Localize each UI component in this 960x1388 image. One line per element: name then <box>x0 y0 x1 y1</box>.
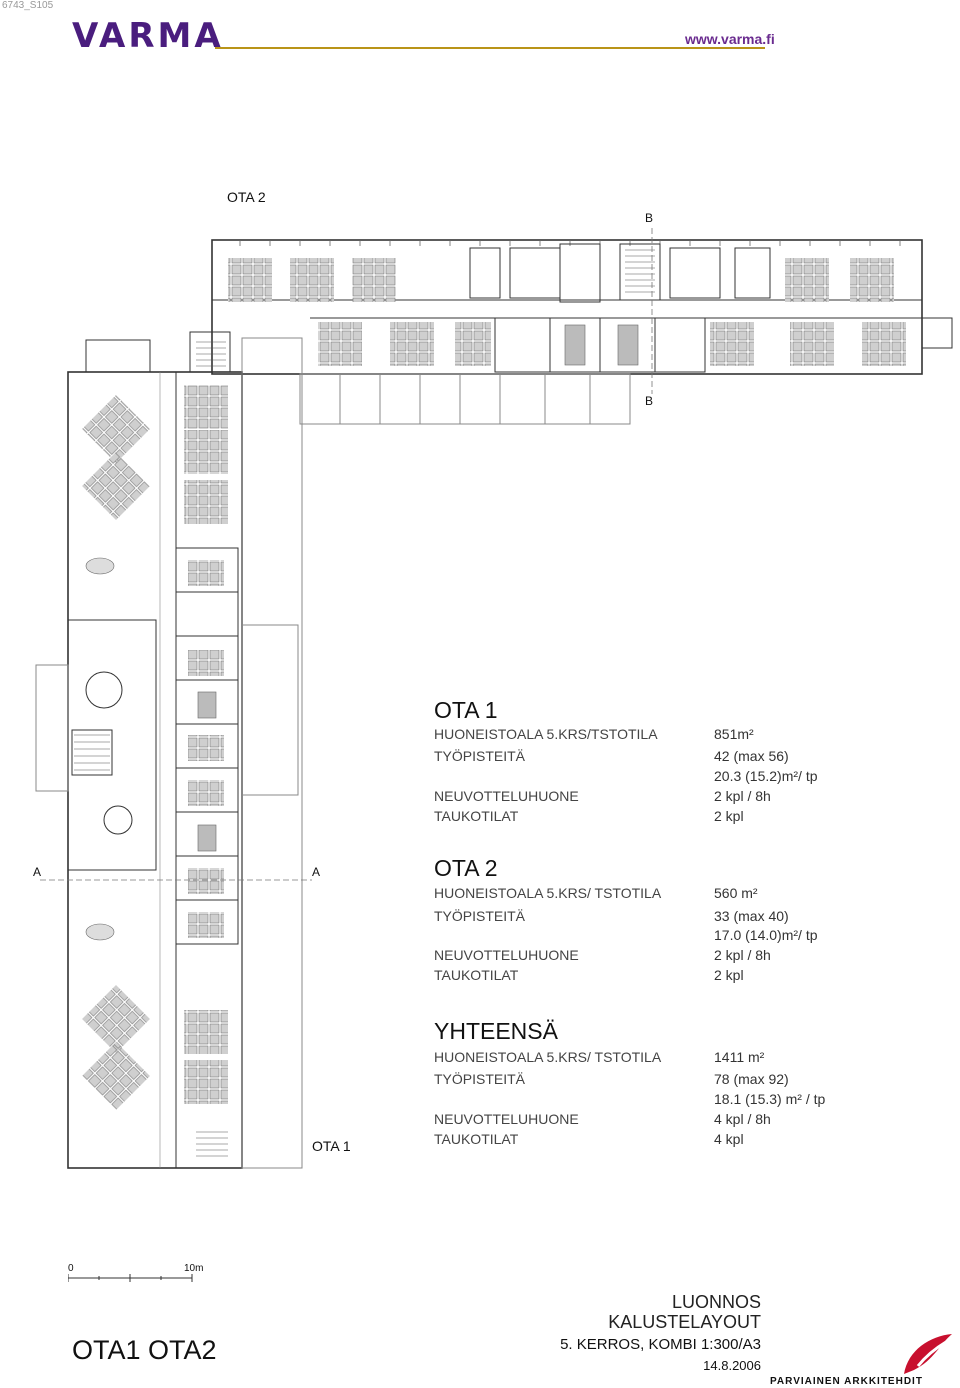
header-rule <box>215 47 765 49</box>
architect-logo-icon <box>904 1334 952 1374</box>
total-meeting-label: NEUVOTTELUHUONE <box>434 1111 579 1127</box>
ota1-wing <box>35 331 312 1169</box>
section-mark-a-left: A <box>33 865 42 879</box>
ota2-break-label: TAUKOTILAT <box>434 967 519 983</box>
drawing-name: KALUSTELAYOUT <box>608 1312 761 1332</box>
ota1-area-value: 851m² <box>714 726 754 742</box>
scale-bar <box>68 1274 193 1282</box>
ota2-per-workstation-value: 17.0 (14.0)m²/ tp <box>714 927 818 943</box>
total-workstations-value: 78 (max 92) <box>714 1071 789 1087</box>
page-code: 6743_S105 <box>2 0 54 11</box>
section-mark-b-top: B <box>645 211 654 225</box>
ota2-workstations-value: 33 (max 40) <box>714 908 789 924</box>
architect-name: PARVIAINEN ARKKITEHDIT <box>770 1376 923 1387</box>
ota1-workstations-value: 42 (max 56) <box>714 748 789 764</box>
ota2-stats-title: OTA 2 <box>434 855 498 881</box>
scale-bar-start: 0 <box>68 1263 74 1274</box>
ota1-stats-title: OTA 1 <box>434 697 498 723</box>
plan-label-ota2: OTA 2 <box>227 189 266 205</box>
ota1-break-value: 2 kpl <box>714 808 744 824</box>
ota2-area-label: HUONEISTOALA 5.KRS/ TSTOTILA <box>434 885 662 901</box>
total-break-value: 4 kpl <box>714 1131 744 1147</box>
ota2-meeting-label: NEUVOTTELUHUONE <box>434 947 579 963</box>
total-area-label: HUONEISTOALA 5.KRS/ TSTOTILA <box>434 1049 662 1065</box>
ota1-meeting-value: 2 kpl / 8h <box>714 788 771 804</box>
ota1-meeting-label: NEUVOTTELUHUONE <box>434 788 579 804</box>
ota1-area-label: HUONEISTOALA 5.KRS/TSTOTILA <box>434 726 658 742</box>
ota2-desk-clusters <box>228 258 906 366</box>
ota1-break-label: TAUKOTILAT <box>434 808 519 824</box>
scale-bar-end: 10m <box>184 1263 204 1274</box>
varma-logo[interactable]: VARMA <box>72 16 224 56</box>
total-workstations-label: TYÖPISTEITÄ <box>434 1071 526 1087</box>
drawing-status: LUONNOS <box>671 1292 761 1312</box>
section-mark-b-bottom: B <box>645 394 654 408</box>
total-area-value: 1411 m² <box>714 1049 765 1065</box>
ota2-workstations-label: TYÖPISTEITÄ <box>434 908 526 924</box>
ota1-desk-clusters <box>82 385 228 1110</box>
drawing-floor-scale: 5. KERROS, KOMBI 1:300/A3 <box>560 1336 761 1353</box>
drawing-date: 14.8.2006 <box>703 1358 761 1373</box>
total-break-label: TAUKOTILAT <box>434 1131 519 1147</box>
drawing-title: OTA1 OTA2 <box>72 1335 217 1365</box>
total-stats-title: YHTEENSÄ <box>434 1018 558 1044</box>
website-link[interactable]: www.varma.fi <box>685 31 775 47</box>
ota1-workstations-label: TYÖPISTEITÄ <box>434 748 526 764</box>
section-mark-a-right: A <box>312 865 321 879</box>
ota1-per-workstation-value: 20.3 (15.2)m²/ tp <box>714 768 818 784</box>
ota2-break-value: 2 kpl <box>714 967 744 983</box>
plan-label-ota1: OTA 1 <box>312 1138 351 1154</box>
ota2-area-value: 560 m² <box>714 885 758 901</box>
ota2-wing <box>211 228 953 425</box>
total-per-workstation-value: 18.1 (15.3) m² / tp <box>714 1091 826 1107</box>
total-meeting-value: 4 kpl / 8h <box>714 1111 771 1127</box>
ota2-meeting-value: 2 kpl / 8h <box>714 947 771 963</box>
